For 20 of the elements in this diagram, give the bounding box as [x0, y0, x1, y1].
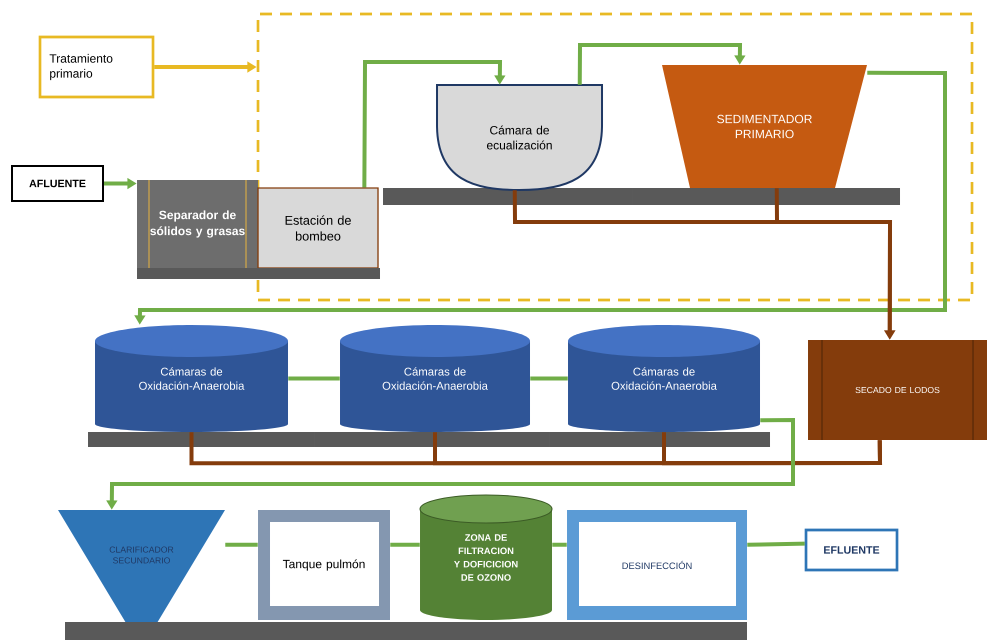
clarifier-tank: CLARIFICADOR SECUNDARIO [58, 510, 225, 623]
oxidation-tank-drawing: Cámaras de Oxidación-Anaerobia [314, 325, 549, 447]
dashed-region [256, 12, 974, 302]
arrow [362, 60, 506, 188]
sludge-dryer: SECADO DE LODOS [808, 340, 987, 440]
label-box: Tratamiento primario [38, 36, 154, 98]
filtration-tank: ZONA DE FILTRACION Y DOFICICION DE OZONO [419, 494, 553, 620]
equalization-tank-drawing: Cámara de ecualización [383, 84, 632, 205]
input-box: AFLUENTE [11, 165, 104, 202]
arrow [578, 43, 746, 85]
platform-bar [137, 268, 380, 279]
disinfection-tank: DESINFECCIÓN [567, 510, 747, 620]
settling-tank-drawing: SEDIMENTADOR PRIMARIO [632, 65, 900, 205]
pump-station: Estación de bombeo [257, 187, 379, 269]
oxidation-tank-drawing: Cámaras de Oxidación-Anaerobia [549, 325, 770, 447]
buffer-tank: Tanque pulmón [258, 510, 390, 620]
separator-tank: Separador de sólidos y grasas [137, 180, 258, 268]
output-box: EFLUENTE [804, 528, 898, 572]
platform-bar [65, 622, 747, 640]
oxidation-tank-drawing: Cámaras de Oxidación-Anaerobia [88, 325, 314, 447]
